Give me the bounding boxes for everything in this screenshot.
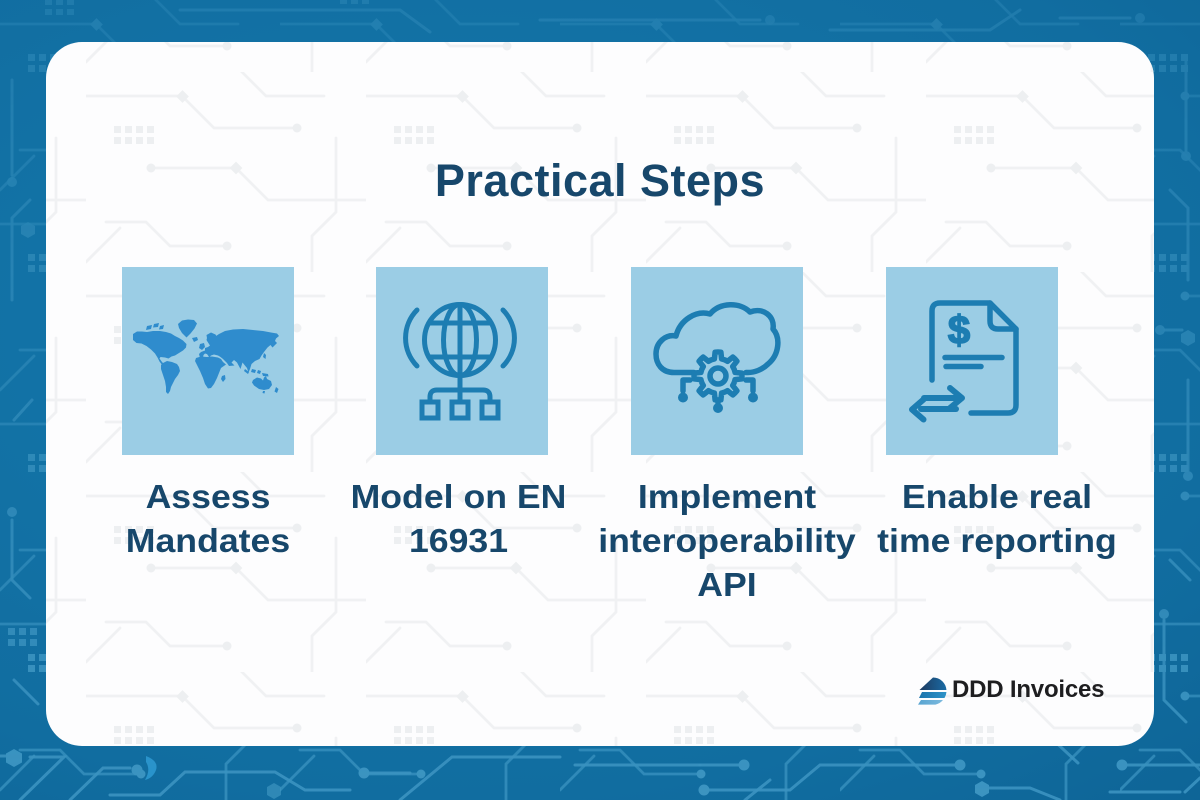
svg-text:$: $ xyxy=(948,309,970,353)
